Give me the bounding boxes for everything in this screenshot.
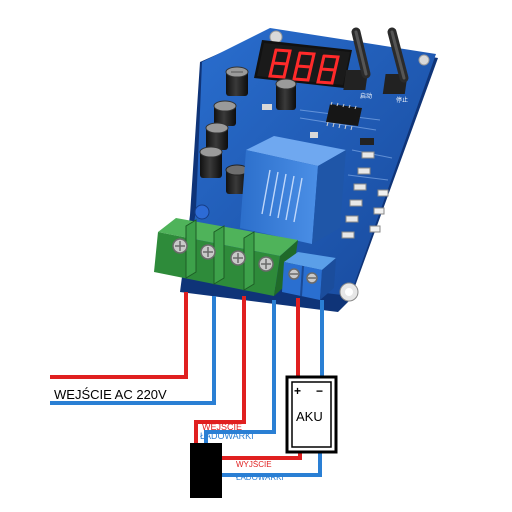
wire-charger-in-positive [194, 296, 246, 444]
charger-input-label-line2: ŁADOWARKI [200, 431, 254, 441]
charger-block [190, 443, 222, 498]
charger-output-label-line1: WYJŚCIE [236, 460, 272, 469]
charger-output-label-line2: ŁADOWARKI [236, 473, 284, 482]
charger-input-label-line1: WEJŚCIE [202, 421, 242, 432]
wires [50, 292, 324, 477]
ac-input-label: WEJŚCIE AC 220V [54, 387, 167, 402]
ceramic-capacitor [194, 204, 210, 220]
relay-block [240, 136, 346, 244]
display-digit [316, 54, 340, 85]
wire-charger-out-positive [222, 452, 302, 460]
battery-plus-label: + [294, 384, 301, 398]
push-button-right[interactable] [382, 27, 409, 94]
battery-label: AKU [296, 409, 323, 424]
capacitor [225, 66, 249, 96]
capacitor [275, 78, 297, 110]
wire-ac-neutral [50, 296, 216, 405]
button-right-label: 停止 [396, 96, 408, 104]
wire-charger-in-negative [204, 300, 276, 444]
display-digit [292, 51, 316, 82]
push-button-left[interactable] [343, 27, 371, 90]
capacitor [213, 100, 237, 126]
battery: + − AKU [285, 375, 338, 454]
display-digit [268, 48, 292, 79]
terminal-screw [172, 238, 274, 272]
battery-minus-label: − [316, 384, 323, 398]
battery-terminal [282, 252, 336, 300]
seven-segment-display: 888 [0, 0, 352, 88]
capacitor [205, 122, 229, 150]
wire-ac-live [50, 292, 188, 379]
button-left-label: 启动 [360, 92, 372, 100]
smd-components [262, 104, 389, 239]
capacitor [225, 164, 249, 194]
ic-chip [326, 101, 362, 131]
wire-charger-out-negative [222, 452, 322, 477]
capacitor [199, 146, 223, 178]
display-value: 888 [0, 0, 2, 1]
